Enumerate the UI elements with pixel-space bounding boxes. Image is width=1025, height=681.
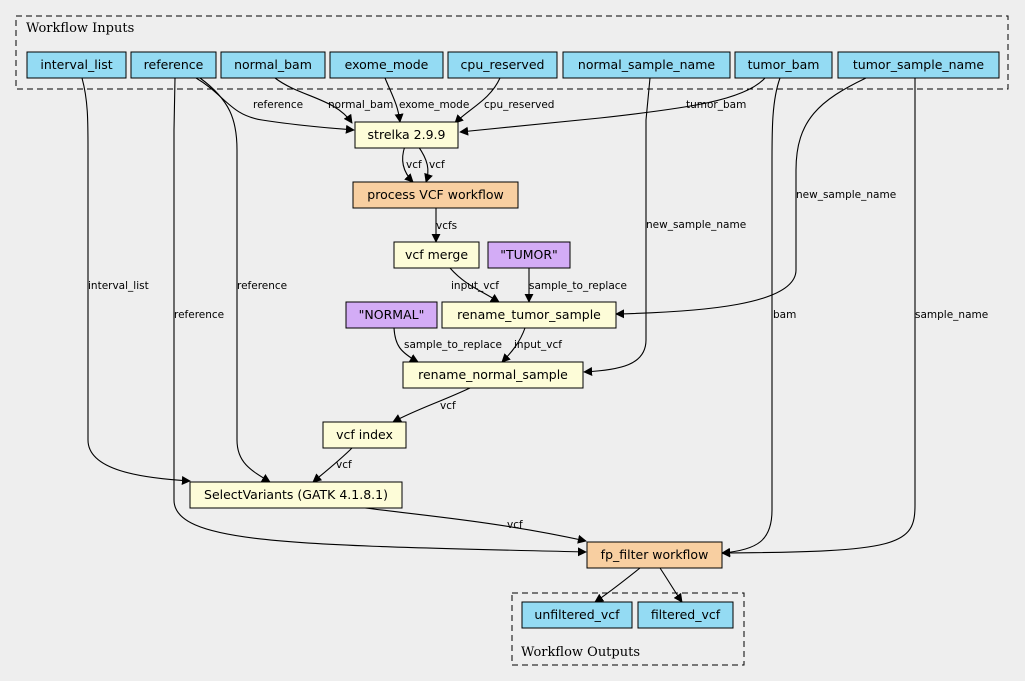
edge-label-strelka-vcf-2: vcf: [429, 159, 445, 171]
edge-strelka-process-1: [402, 145, 414, 183]
workflow-outputs-cluster: Workflow Outputs: [511, 592, 745, 666]
node-select-variants-label: SelectVariants (GATK 4.1.8.1): [204, 487, 388, 502]
node-reference-label: reference: [144, 57, 204, 72]
step-nodes: strelka 2.9.9 process VCF workflow vcf m…: [189, 121, 723, 569]
node-fp-filter[interactable]: fp_filter workflow: [586, 541, 723, 569]
edge-vcf-index-select: [312, 447, 353, 483]
edge-fp-unfiltered: [594, 567, 641, 603]
edge-label-exome-mode-strelka: exome_mode: [399, 99, 469, 111]
edge-label-reference-fp: reference: [174, 309, 224, 321]
edge-label-tumor-sample-to-replace: sample_to_replace: [529, 280, 627, 292]
node-tumor-sample-name[interactable]: tumor_sample_name: [837, 51, 1000, 79]
node-interval-list-label: interval_list: [40, 57, 112, 72]
edge-label-normal-sample-to-replace: sample_to_replace: [404, 339, 502, 351]
node-cpu-reserved[interactable]: cpu_reserved: [447, 51, 558, 79]
node-reference[interactable]: reference: [130, 51, 217, 79]
node-normal-sample-name[interactable]: normal_sample_name: [562, 51, 731, 79]
workflow-inputs-label: Workflow Inputs: [26, 21, 134, 36]
edge-normal-literal-rename-normal: [393, 327, 419, 363]
edge-reference-fp: [173, 77, 587, 557]
node-fp-filter-label: fp_filter workflow: [601, 547, 709, 562]
edge-label-tumor-bam-fp: bam: [773, 309, 796, 321]
node-strelka-label: strelka 2.9.9: [368, 127, 446, 142]
edge-strelka-process-2: [417, 145, 433, 183]
node-process-vcf[interactable]: process VCF workflow: [352, 181, 519, 209]
output-nodes: unfiltered_vcf filtered_vcf: [521, 601, 734, 629]
node-unfiltered-vcf-label: unfiltered_vcf: [534, 607, 620, 622]
input-nodes: interval_list reference normal_bam exome…: [26, 51, 1000, 79]
workflow-outputs-label: Workflow Outputs: [521, 645, 640, 660]
node-vcf-merge-label: vcf merge: [405, 247, 468, 262]
edge-label-cpu-reserved-strelka: cpu_reserved: [484, 99, 554, 111]
node-rename-tumor[interactable]: rename_tumor_sample: [441, 301, 617, 329]
edge-label-sample-name-fp: sample_name: [915, 309, 988, 321]
node-tumor-bam[interactable]: tumor_bam: [734, 51, 833, 79]
node-rename-tumor-label: rename_tumor_sample: [457, 307, 601, 322]
node-unfiltered-vcf[interactable]: unfiltered_vcf: [521, 601, 633, 629]
node-filtered-vcf-label: filtered_vcf: [651, 607, 721, 622]
node-normal-bam[interactable]: normal_bam: [220, 51, 326, 79]
node-process-vcf-label: process VCF workflow: [367, 187, 503, 202]
node-strelka[interactable]: strelka 2.9.9: [354, 121, 459, 149]
node-cpu-reserved-label: cpu_reserved: [461, 57, 545, 72]
edge-tumor-sample-name-rename-tumor: [615, 77, 867, 319]
edge-tumor-bam-fp: [721, 77, 781, 557]
edge-tumor-bam-strelka: [459, 77, 766, 136]
node-tumor-literal-label: "TUMOR": [500, 247, 558, 262]
node-normal-sample-name-label: normal_sample_name: [578, 57, 716, 72]
edge-label-interval-list: interval_list: [88, 280, 149, 292]
edge-label-normal-new-sample-name: new_sample_name: [646, 219, 746, 231]
node-vcf-index-label: vcf index: [336, 427, 393, 442]
node-exome-mode-label: exome_mode: [345, 57, 429, 72]
node-vcf-merge[interactable]: vcf merge: [393, 241, 480, 269]
edge-select-fp: [364, 507, 587, 544]
node-normal-literal-label: "NORMAL": [359, 307, 425, 322]
node-exome-mode[interactable]: exome_mode: [329, 51, 444, 79]
edge-label-reference-strelka: reference: [253, 99, 303, 111]
edge-fp-filtered: [659, 567, 683, 603]
edge-sample-name-fp: [721, 78, 916, 558]
node-normal-literal[interactable]: "NORMAL": [345, 301, 438, 329]
edge-label-normal-vcf: vcf: [440, 400, 456, 412]
edge-cpu-reserved-strelka: [454, 77, 501, 124]
edge-labels: reference normal_bam exome_mode cpu_rese…: [88, 99, 988, 531]
node-normal-bam-label: normal_bam: [234, 57, 312, 72]
edge-rename-normal-vcf-index: [392, 387, 471, 423]
edge-label-strelka-vcf-1: vcf: [406, 159, 422, 171]
edge-label-normal-bam-strelka: normal_bam: [328, 99, 393, 111]
edge-exome-mode-strelka: [384, 77, 404, 123]
node-tumor-sample-name-label: tumor_sample_name: [853, 57, 984, 72]
edges: [81, 77, 916, 603]
edge-label-tumor-bam-strelka: tumor_bam: [686, 99, 746, 111]
edge-label-merge-input-vcf: input_vcf: [451, 280, 499, 292]
node-vcf-index[interactable]: vcf index: [322, 421, 407, 449]
edge-rename-tumor-rename-normal: [501, 327, 526, 363]
edge-label-reference-select: reference: [237, 280, 287, 292]
edge-reference-select: [199, 77, 271, 483]
edge-interval-list-select: [81, 77, 191, 486]
edge-label-select-vcf: vcf: [507, 519, 523, 531]
edge-normal-bam-strelka: [274, 77, 353, 124]
edge-merge-rename-tumor: [449, 267, 500, 303]
edge-label-index-vcf: vcf: [336, 459, 352, 471]
edge-label-tumor-input-vcf: input_vcf: [514, 339, 562, 351]
node-rename-normal[interactable]: rename_normal_sample: [402, 361, 584, 389]
edge-normal-sample-name-rename-normal: [583, 77, 651, 377]
edge-label-tumor-new-sample-name: new_sample_name: [796, 189, 896, 201]
node-rename-normal-label: rename_normal_sample: [418, 367, 568, 382]
workflow-inputs-cluster: Workflow Inputs: [15, 15, 1009, 90]
node-filtered-vcf[interactable]: filtered_vcf: [637, 601, 734, 629]
node-tumor-bam-label: tumor_bam: [748, 57, 820, 72]
node-interval-list[interactable]: interval_list: [26, 51, 127, 79]
edge-label-process-vcfs: vcfs: [436, 220, 457, 232]
node-tumor-literal[interactable]: "TUMOR": [487, 241, 571, 269]
node-select-variants[interactable]: SelectVariants (GATK 4.1.8.1): [189, 481, 403, 509]
